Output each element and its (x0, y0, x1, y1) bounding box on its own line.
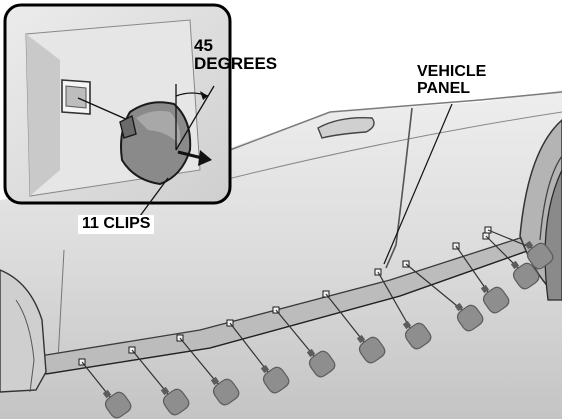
removed-clip (210, 376, 240, 406)
inset-clip-highlight (136, 110, 181, 146)
removed-clip-stem (356, 334, 366, 344)
vehicle-panel-callout: VEHICLE PANEL (415, 63, 488, 98)
removed-clip-stem (306, 348, 316, 358)
inset-clip-stem (119, 114, 137, 139)
clip-leader-line (81, 361, 111, 398)
removed-clip (356, 334, 386, 364)
clip-leader-line (485, 235, 519, 269)
vehicle-panel-line1: VEHICLE (417, 63, 487, 80)
removed-clip-stem (160, 386, 170, 396)
clip-detail-inset (3, 3, 232, 217)
removed-clip-body (308, 350, 336, 378)
vehicle-panel-leader-line (383, 103, 453, 265)
removed-clip (102, 389, 132, 419)
removed-clip-body (262, 366, 290, 394)
removed-clip-stem (454, 302, 464, 312)
angle-value-text: 45 (194, 36, 213, 55)
angle-arc-arrowhead (200, 91, 208, 100)
pull-direction-arrowhead (198, 150, 212, 166)
side-sill-edge (45, 249, 531, 375)
clip-leader-line (377, 271, 411, 329)
front-fender (0, 269, 47, 393)
inset-panel-shadow (26, 34, 60, 196)
fender-lip (15, 299, 35, 393)
clip-leader-line (131, 349, 169, 395)
door-handle (317, 117, 375, 139)
removed-clip-body (104, 391, 132, 419)
angle-callout: 45 DEGREES (192, 37, 279, 73)
clips-count-label: 11 CLIPS (78, 215, 155, 234)
removed-clip-body (456, 304, 484, 332)
removed-clip (510, 260, 540, 290)
clip-leader-line (455, 245, 489, 293)
removed-clip-body (162, 388, 190, 416)
removed-clip-body (358, 336, 386, 364)
removed-clip-body (404, 322, 432, 350)
removed-clip (480, 284, 510, 314)
removed-clip-stem (260, 364, 270, 374)
removed-clip-stem (102, 389, 112, 399)
removed-clip-stem (524, 240, 534, 250)
door-seam (385, 107, 413, 269)
body-crease-line (199, 111, 562, 187)
clip-leader-line (405, 263, 463, 311)
clip-leader-line (179, 337, 219, 385)
removed-clip (524, 240, 554, 270)
removed-clip-stem (402, 320, 412, 330)
wheel-arch-inner (539, 155, 562, 241)
removed-clip (454, 302, 484, 332)
removed-clip-body (526, 242, 554, 270)
removed-clip-stem (210, 376, 220, 386)
removed-clip-stem (480, 284, 490, 294)
removed-clip-body (482, 286, 510, 314)
removed-clip-body (512, 262, 540, 290)
removed-clip (160, 386, 190, 416)
removed-clip-stem (510, 260, 520, 270)
clip-leader-line (229, 322, 269, 373)
window-edge (229, 91, 562, 151)
pull-direction-arrow-shaft (177, 150, 203, 160)
angle-unit-text: DEGREES (194, 53, 278, 73)
vehicle-panel-line2: PANEL (417, 79, 471, 97)
angle-tilted-line (175, 85, 215, 151)
removed-clip (306, 348, 336, 378)
clip-leader-line (325, 293, 365, 343)
clip-leader-line (275, 309, 315, 357)
clip-leader-line (487, 229, 533, 249)
removed-clip (260, 364, 290, 394)
removed-clip-body (212, 378, 240, 406)
removed-clip-group (102, 240, 554, 419)
clips-label-leader (139, 177, 169, 217)
front-door-seam (57, 249, 65, 361)
inset-clip-hole-depth (65, 85, 87, 109)
removed-clip (402, 320, 432, 350)
clip-leader-group (81, 229, 533, 398)
inset-leader-line (77, 97, 129, 121)
